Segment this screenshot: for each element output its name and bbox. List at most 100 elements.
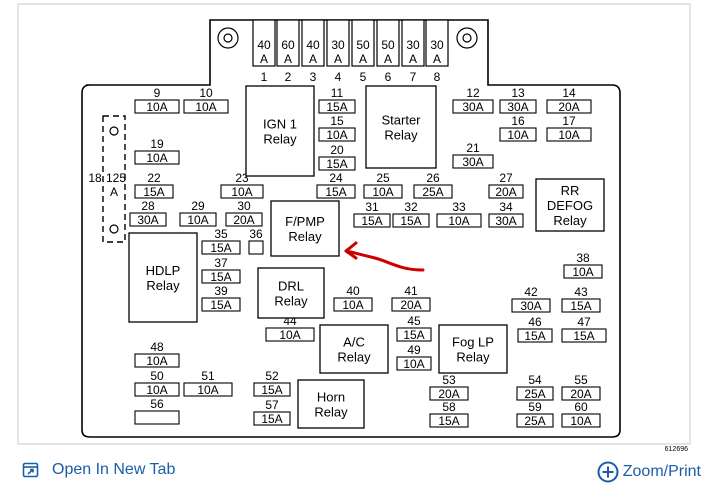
fuse-55	[561, 386, 601, 401]
relay-ign-1	[245, 85, 315, 177]
fuse-rating: 30A	[462, 155, 483, 169]
fuse-number: 11	[331, 86, 344, 100]
fuse-28	[129, 212, 167, 227]
fuse-11	[318, 99, 356, 114]
maxi-fuse-6	[376, 19, 400, 67]
fuse-number: 25	[376, 171, 390, 185]
maxi-fuse-number: 4	[335, 70, 342, 84]
relay-label: Relay	[384, 128, 418, 143]
fuse-57	[253, 411, 291, 426]
relay-label: Relay	[553, 213, 587, 228]
relay-rr-defog	[535, 178, 605, 232]
fuse-rating: 20A	[438, 387, 459, 401]
fuse-number: 36	[249, 227, 263, 241]
fuse-number: 58	[442, 400, 456, 414]
maxi-fuse-amp: 60	[281, 38, 295, 52]
fuse-45	[396, 327, 432, 342]
fuse-42	[511, 298, 551, 313]
mount-hole-left	[223, 33, 233, 43]
fuse-14	[546, 99, 592, 114]
maxi-fuse-number: 8	[434, 70, 441, 84]
maxi-fuse-amp: 50	[356, 38, 370, 52]
side-connector-num-a: 18	[88, 171, 102, 185]
fuse-37	[201, 269, 241, 284]
maxi-fuse-unit: A	[260, 52, 268, 66]
fuse-number: 55	[574, 373, 588, 387]
fuse-rating: 10A	[326, 128, 347, 142]
fuse-rating: 20A	[495, 185, 516, 199]
fuse-rating: 15A	[524, 329, 545, 343]
relay-label: DEFOG	[547, 198, 593, 213]
fuse-20	[318, 156, 356, 171]
fuse-rating: 30A	[520, 299, 541, 313]
fuse-rating: 30A	[462, 100, 483, 114]
relay-fog-lp	[438, 324, 508, 374]
fuse-31	[353, 213, 391, 228]
maxi-fuse-7	[401, 19, 425, 67]
fuse-rating: 15A	[438, 414, 459, 428]
fuse-36	[248, 240, 264, 255]
fuse-rating: 20A	[233, 213, 254, 227]
fuse-56	[134, 410, 180, 425]
relay-hdlp	[128, 232, 198, 323]
fuse-rating: 15A	[210, 241, 231, 255]
relay-label: IGN 1	[263, 117, 297, 132]
fuse-rating: 10A	[279, 328, 300, 342]
maxi-fuse-number: 2	[285, 70, 292, 84]
fuse-rating: 25A	[524, 414, 545, 428]
maxi-fuse-amp: 30	[406, 38, 420, 52]
relay-starter	[365, 85, 437, 169]
fuse-number: 10	[199, 86, 213, 100]
fuse-rating: 10A	[146, 100, 167, 114]
relay-a-c	[319, 324, 389, 374]
fuse-13	[499, 99, 537, 114]
fuse-23	[220, 184, 264, 199]
side-connector-pin-top	[109, 126, 119, 136]
fuse-number: 24	[329, 171, 343, 185]
fuse-number: 14	[562, 86, 576, 100]
fuse-rating: 25A	[524, 387, 545, 401]
fuse-number: 31	[365, 200, 379, 214]
open-new-tab-icon	[22, 462, 39, 478]
fuse-number: 32	[404, 200, 418, 214]
maxi-fuse-number: 6	[385, 70, 392, 84]
relay-label: A/C	[343, 335, 365, 350]
fuse-rating: 10A	[146, 354, 167, 368]
open-in-new-tab-link[interactable]: Open In New Tab	[22, 461, 175, 479]
fuse-number: 12	[466, 86, 480, 100]
maxi-fuse-number: 3	[310, 70, 317, 84]
relay-label: Relay	[456, 350, 490, 365]
relay-f-pmp	[270, 200, 340, 257]
maxi-fuse-2	[276, 19, 300, 67]
fuse-number: 29	[191, 199, 205, 213]
fuse-number: 60	[574, 400, 588, 414]
mount-ear-left	[217, 27, 239, 49]
maxi-fuse-number: 1	[261, 70, 268, 84]
fuse-rating: 10A	[570, 414, 591, 428]
toolbar: Open In New Tab Zoom/Print	[0, 455, 711, 488]
maxi-fuse-4	[326, 19, 350, 67]
fuse-rating: 15A	[325, 185, 346, 199]
fuse-number: 57	[265, 398, 279, 412]
side-connector-unit: A	[110, 185, 118, 199]
fuse-40	[333, 297, 373, 312]
fuse-30	[225, 212, 263, 227]
fuse-rating: 20A	[558, 100, 579, 114]
relay-label: Relay	[263, 132, 297, 147]
maxi-fuse-unit: A	[384, 52, 392, 66]
relay-label: DRL	[278, 279, 304, 294]
fuse-rating: 20A	[400, 298, 421, 312]
fuse-number: 15	[330, 114, 344, 128]
fuse-41	[391, 297, 431, 312]
fuse-number: 17	[562, 114, 576, 128]
fuse-number: 39	[214, 284, 228, 298]
zoom-print-link[interactable]: Zoom/Print	[597, 461, 701, 483]
relay-group: IGN 1RelayStarterRelayRRDEFOGRelayF/PMPR…	[128, 85, 605, 429]
fuse-number: 45	[407, 314, 421, 328]
relay-label: Relay	[274, 294, 308, 309]
annotation-arrow	[344, 249, 425, 272]
fuse-number: 22	[147, 171, 161, 185]
fuse-number: 42	[524, 285, 538, 299]
fuse-rating: 10A	[372, 185, 393, 199]
